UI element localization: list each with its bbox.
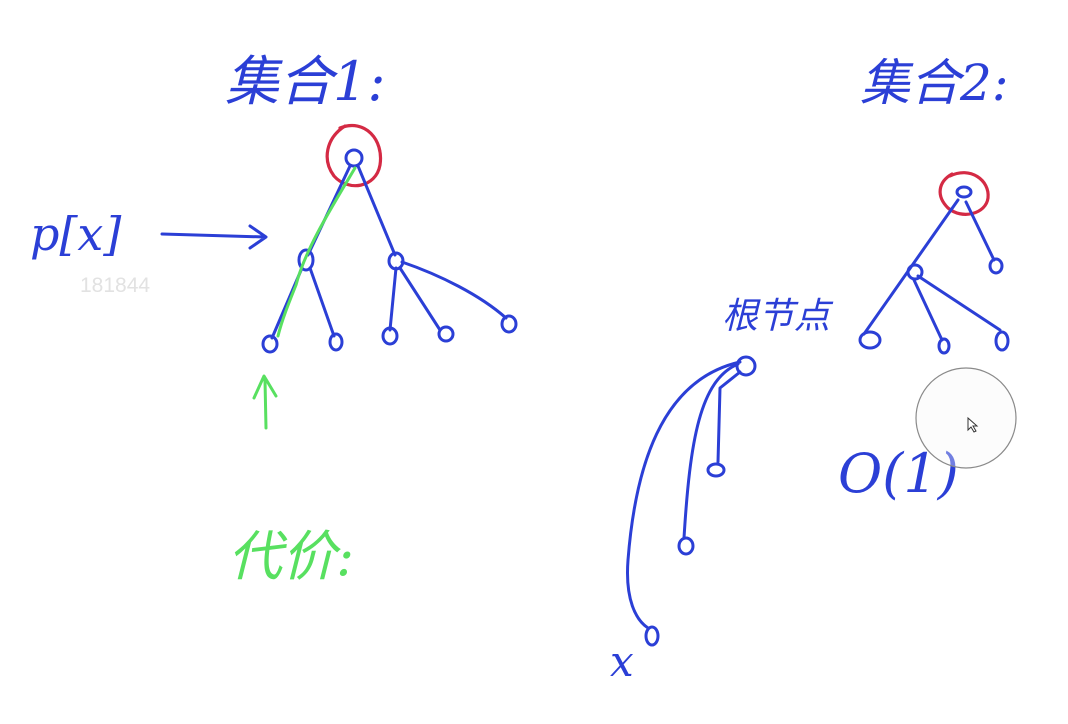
set2-node-lr [994,330,1010,352]
chain-node-3 [677,536,695,556]
set2-node-right [988,257,1004,275]
set2-edge-root-right [964,200,996,262]
up-arrow-icon [252,374,278,430]
set1-node-lr [328,332,344,352]
set1-node-ll [261,334,279,354]
path-highlight [276,166,357,338]
cost-label: 代价: [228,525,354,588]
set1-edge-left-lr [308,266,336,338]
complexity-label: O(1) [838,442,959,505]
set1-root-node [344,148,364,168]
chain-node-bottom [644,625,660,647]
set1-node-rr [500,314,518,334]
set2-edge-mid-r [916,274,1002,332]
set1-edge-right-rm [398,266,442,332]
root-node-label: 根节点 [722,296,834,337]
set1-edge-root-right [356,164,397,257]
set2-root-highlight [938,171,990,216]
set1-tree: 集合1: p[x] 代价: [30,50,518,588]
set2-node-ll [858,330,882,350]
set1-edge-right-rr [400,260,508,320]
chain-tree: x [610,355,757,686]
set2-root-node [955,185,973,199]
px-label: p[x] [30,207,121,261]
set1-node-rl [381,326,399,346]
chain-edge-short [716,370,742,464]
set1-label: 集合1: [225,50,386,113]
px-arrow-icon [160,224,268,250]
set1-node-rm [437,325,455,343]
set2-node-mid [906,263,924,281]
x-label: x [610,637,634,686]
watermark: 181844 [80,274,150,297]
set2-label: 集合2: [860,54,1009,112]
set2-edge-mid-m [912,278,944,342]
set1-root-highlight [325,124,383,188]
chain-edge-mid [682,362,740,540]
set1-node-right [387,251,405,271]
chain-node-2 [706,462,726,478]
set1-node-left [297,248,315,272]
set2-tree: 集合2: 根节点 O(1) [722,54,1010,505]
set1-edge-right-rl [388,266,398,332]
pointer-icon [967,416,979,433]
cursor-indicator [915,367,1017,469]
chain-edge-long [626,360,742,630]
set2-node-lm [937,337,951,355]
